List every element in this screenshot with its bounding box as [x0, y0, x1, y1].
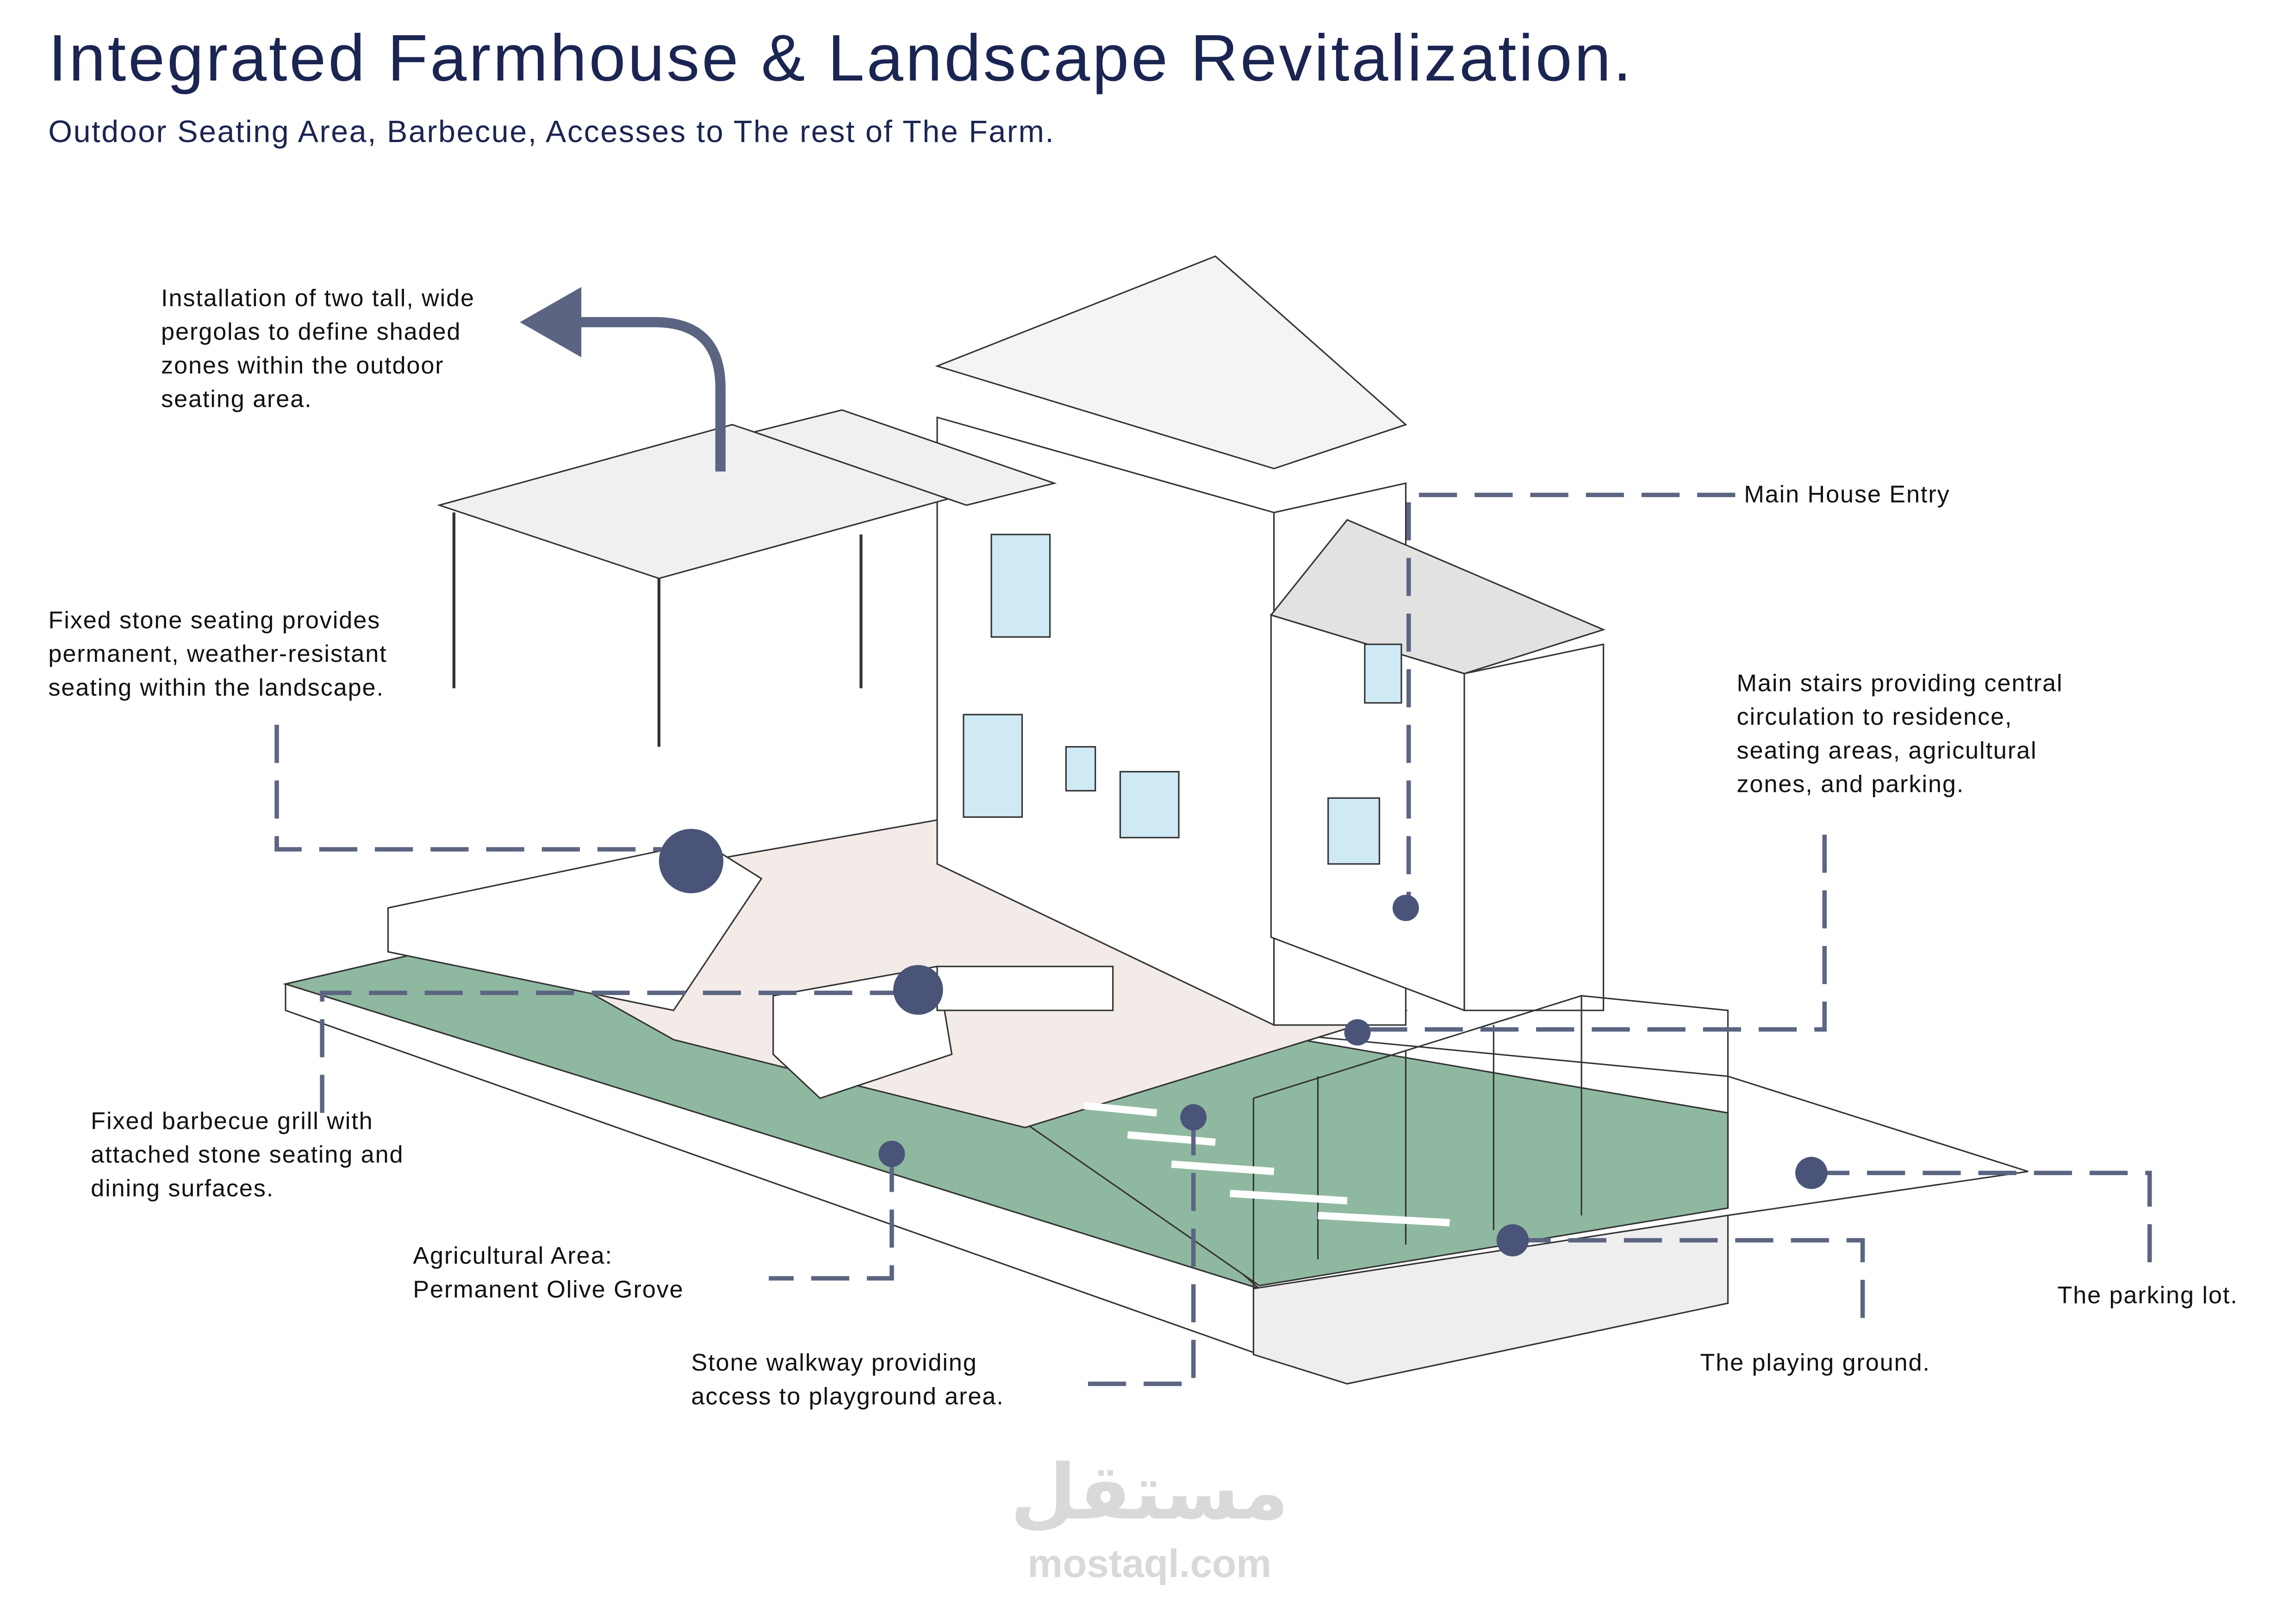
marker-main-stairs	[1344, 1019, 1371, 1046]
marker-agricultural	[878, 1140, 905, 1167]
leader-agricultural	[769, 1154, 894, 1281]
arrow-head-icon	[520, 287, 582, 358]
annotation-main-stairs: Main stairs providing central circulatio…	[1736, 671, 2063, 798]
stepping-stones	[1083, 1101, 1450, 1226]
annex-wall-right	[1463, 643, 1605, 1011]
watermark-latin: mostaql.com	[1027, 1542, 1272, 1586]
stone-seating	[387, 841, 763, 1011]
foundation-section	[1252, 1214, 1729, 1385]
leader-playground	[1512, 1238, 1865, 1336]
leader-walkway	[1072, 1117, 1196, 1386]
annotation-walkway: Stone walkway providing access to playgr…	[691, 1350, 1004, 1410]
pergola-2	[751, 409, 1057, 506]
marker-barbecue	[893, 965, 943, 1015]
marker-parking	[1795, 1157, 1828, 1189]
annotation-main-entry: Main House Entry	[1744, 481, 1950, 508]
windows	[963, 534, 1402, 865]
roof-hip	[935, 255, 1407, 470]
leader-parking	[1811, 1170, 2152, 1267]
marker-main-entry	[1392, 895, 1419, 921]
pergola-arrow	[578, 317, 726, 472]
marker-playground	[1496, 1224, 1529, 1257]
marker-walkway	[1180, 1104, 1207, 1131]
annotation-parking: The parking lot.	[2057, 1282, 2238, 1309]
annotation-barbecue: Fixed barbecue grill with attached stone…	[91, 1108, 404, 1202]
annotation-playing-ground: The playing ground.	[1700, 1350, 1930, 1377]
watermark-arabic: مستقل	[1010, 1451, 1289, 1537]
pergola-posts	[452, 512, 863, 747]
leader-stone-seating	[274, 725, 691, 852]
callout-markers	[659, 828, 1828, 1257]
annotation-pergolas: Installation of two tall, wide pergolas …	[161, 285, 475, 413]
dining-table	[936, 965, 1114, 1011]
leader-main-stairs	[1357, 834, 1827, 1032]
marker-stone-seating	[659, 828, 724, 894]
annotation-agricultural: Agricultural Area: Permanent Olive Grove	[413, 1243, 684, 1303]
annotation-stone-seating: Fixed stone seating provides permanent, …	[48, 608, 387, 702]
leader-barbecue	[320, 990, 918, 1113]
page-title: Integrated Farmhouse & Landscape Revital…	[48, 20, 1634, 95]
page-subtitle: Outdoor Seating Area, Barbecue, Accesses…	[48, 115, 1055, 149]
